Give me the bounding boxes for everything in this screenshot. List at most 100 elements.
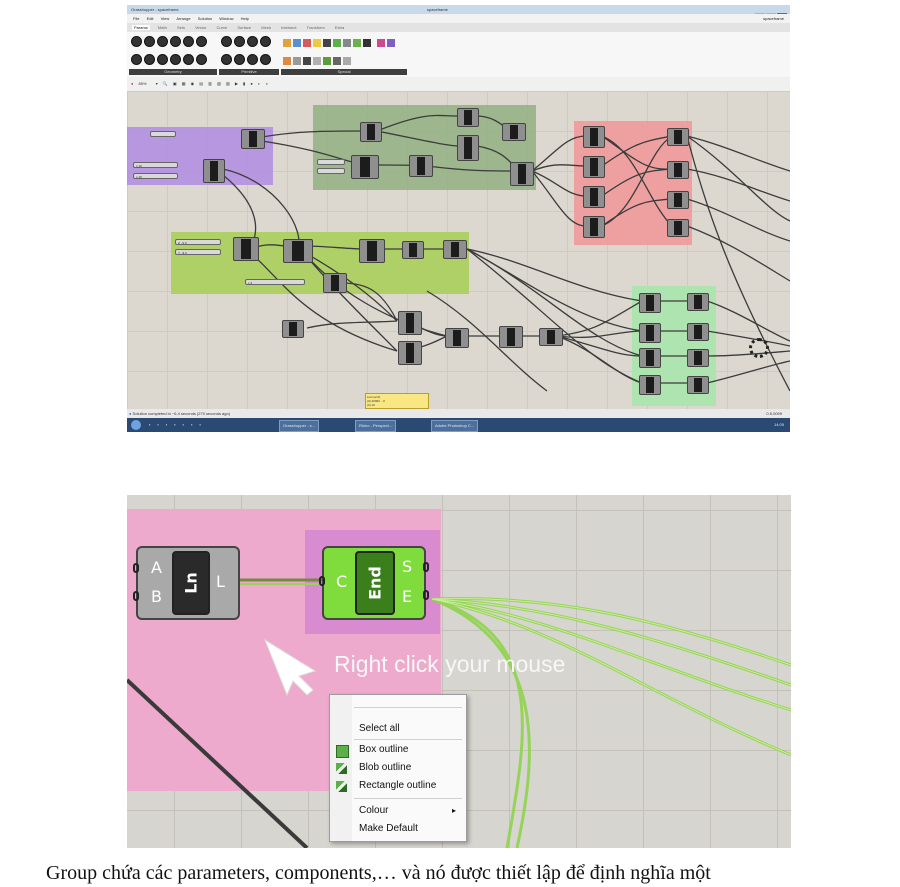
ln-component[interactable]: A B Ln L xyxy=(133,546,240,620)
special-icon[interactable] xyxy=(283,57,291,65)
component-node[interactable] xyxy=(539,328,563,346)
component-node[interactable] xyxy=(687,376,709,394)
quicklaunch-icons[interactable]: ▪▪▪▪▪▪▪ xyxy=(149,422,208,427)
special-icon[interactable] xyxy=(353,39,361,47)
arrow-icon[interactable] xyxy=(363,39,371,47)
tab-params[interactable]: Params xyxy=(132,25,150,30)
menu-item-box-outline[interactable]: Box outline xyxy=(359,744,409,755)
param-icon[interactable] xyxy=(131,36,142,47)
param-icon[interactable] xyxy=(170,54,181,65)
taskbar-item-rhino[interactable]: Rhino - Perspect... xyxy=(355,420,397,432)
param-icon[interactable] xyxy=(144,36,155,47)
menu-solution[interactable]: Solution xyxy=(197,16,213,21)
component-node[interactable] xyxy=(583,216,605,238)
output-port[interactable] xyxy=(423,590,429,600)
input-port[interactable] xyxy=(319,576,325,586)
component-node[interactable] xyxy=(510,162,534,186)
component-node[interactable] xyxy=(667,128,689,146)
number-slider[interactable] xyxy=(317,159,345,165)
special-icon[interactable] xyxy=(323,57,331,65)
menu-item-select-all[interactable]: Select all xyxy=(359,723,400,734)
param-icon[interactable] xyxy=(234,36,245,47)
param-icon[interactable] xyxy=(260,54,271,65)
param-icon[interactable] xyxy=(196,54,207,65)
param-icon[interactable] xyxy=(170,36,181,47)
menu-item-colour[interactable]: Colour xyxy=(359,805,389,816)
param-icon[interactable] xyxy=(234,54,245,65)
tab-vector[interactable]: Vector xyxy=(195,25,207,30)
number-slider[interactable]: x 10 xyxy=(133,173,178,179)
menu-edit[interactable]: Edit xyxy=(146,16,154,21)
number-slider[interactable] xyxy=(150,131,176,137)
component-node[interactable] xyxy=(398,341,422,365)
component-node[interactable] xyxy=(667,219,689,237)
tab-surface[interactable]: Surface xyxy=(237,25,252,30)
text-panel[interactable]: List (v2.0) {0} 40000 ...0 {0} 10 xyxy=(365,393,429,409)
component-node[interactable] xyxy=(687,349,709,367)
number-slider[interactable]: Y ..9.3 xyxy=(175,249,221,255)
special-icon[interactable] xyxy=(303,57,311,65)
number-slider[interactable]: x 10 xyxy=(133,162,178,168)
component-node[interactable] xyxy=(639,348,661,368)
menu-view[interactable]: View xyxy=(160,16,170,21)
input-port[interactable] xyxy=(133,591,139,601)
taskbar-item-photoshop[interactable]: Adobe Photoshop C... xyxy=(431,420,479,432)
grasshopper-canvas[interactable]: x 10 x 10 Z ..9.3 Y ..9.3 x 4 xyxy=(127,91,790,409)
number-slider[interactable]: Z ..9.3 xyxy=(175,239,221,245)
end-component[interactable]: C End S E xyxy=(319,546,429,620)
component-node[interactable] xyxy=(409,155,433,177)
param-icon[interactable] xyxy=(247,54,258,65)
component-node[interactable] xyxy=(502,123,526,141)
tab-extra[interactable]: Extra xyxy=(334,25,345,30)
param-icon[interactable] xyxy=(157,54,168,65)
component-node[interactable] xyxy=(241,129,265,149)
component-node[interactable] xyxy=(402,241,424,259)
special-icon[interactable] xyxy=(377,39,386,47)
component-node[interactable] xyxy=(639,375,661,395)
menu-window[interactable]: Window xyxy=(219,16,234,21)
param-icon[interactable] xyxy=(144,54,155,65)
special-icon[interactable] xyxy=(323,39,331,47)
output-port[interactable] xyxy=(423,562,429,572)
param-icon[interactable] xyxy=(196,36,207,47)
component-node[interactable] xyxy=(667,161,689,179)
param-icon[interactable] xyxy=(183,54,194,65)
component-node[interactable] xyxy=(583,186,605,208)
tab-curve[interactable]: Curve xyxy=(216,25,228,30)
param-icon[interactable] xyxy=(221,54,232,65)
component-node[interactable] xyxy=(499,326,523,348)
param-icon[interactable] xyxy=(221,36,232,47)
special-icon[interactable] xyxy=(333,57,341,65)
component-node[interactable] xyxy=(583,126,605,148)
number-slider[interactable] xyxy=(317,168,345,174)
menu-item-blob-outline[interactable]: Blob outline xyxy=(359,762,412,773)
taskbar-item-grasshopper[interactable]: Grasshopper - s... xyxy=(279,420,320,432)
component-node[interactable] xyxy=(360,122,382,142)
menu-arrange[interactable]: Arrange xyxy=(176,16,191,21)
tab-transform[interactable]: Transform xyxy=(306,25,325,30)
component-node[interactable] xyxy=(398,311,422,335)
special-icon[interactable] xyxy=(293,57,301,65)
component-node[interactable] xyxy=(203,159,225,183)
special-icon[interactable] xyxy=(343,39,351,47)
input-port[interactable] xyxy=(133,563,139,573)
component-node[interactable] xyxy=(283,239,313,263)
menu-file[interactable]: File xyxy=(133,16,140,21)
start-button-icon[interactable] xyxy=(131,420,141,430)
menu-help[interactable]: Help xyxy=(240,16,249,21)
zoom-level[interactable]: 85% xyxy=(138,81,147,86)
menu-item-make-default[interactable]: Make Default xyxy=(359,823,418,834)
tab-intersect[interactable]: Intersect xyxy=(281,25,297,30)
special-icon[interactable] xyxy=(387,39,396,47)
menu-item-rectangle-outline[interactable]: Rectangle outline xyxy=(359,780,437,791)
group-green[interactable] xyxy=(313,105,536,190)
special-icon[interactable] xyxy=(313,57,321,65)
component-node[interactable] xyxy=(351,155,379,179)
tab-sets[interactable]: Sets xyxy=(176,25,185,30)
component-node[interactable] xyxy=(445,328,469,348)
number-slider[interactable]: x 4 xyxy=(245,279,305,285)
component-node[interactable] xyxy=(457,108,479,127)
param-icon[interactable] xyxy=(131,54,142,65)
component-node[interactable] xyxy=(359,239,385,263)
component-node[interactable] xyxy=(282,320,304,338)
